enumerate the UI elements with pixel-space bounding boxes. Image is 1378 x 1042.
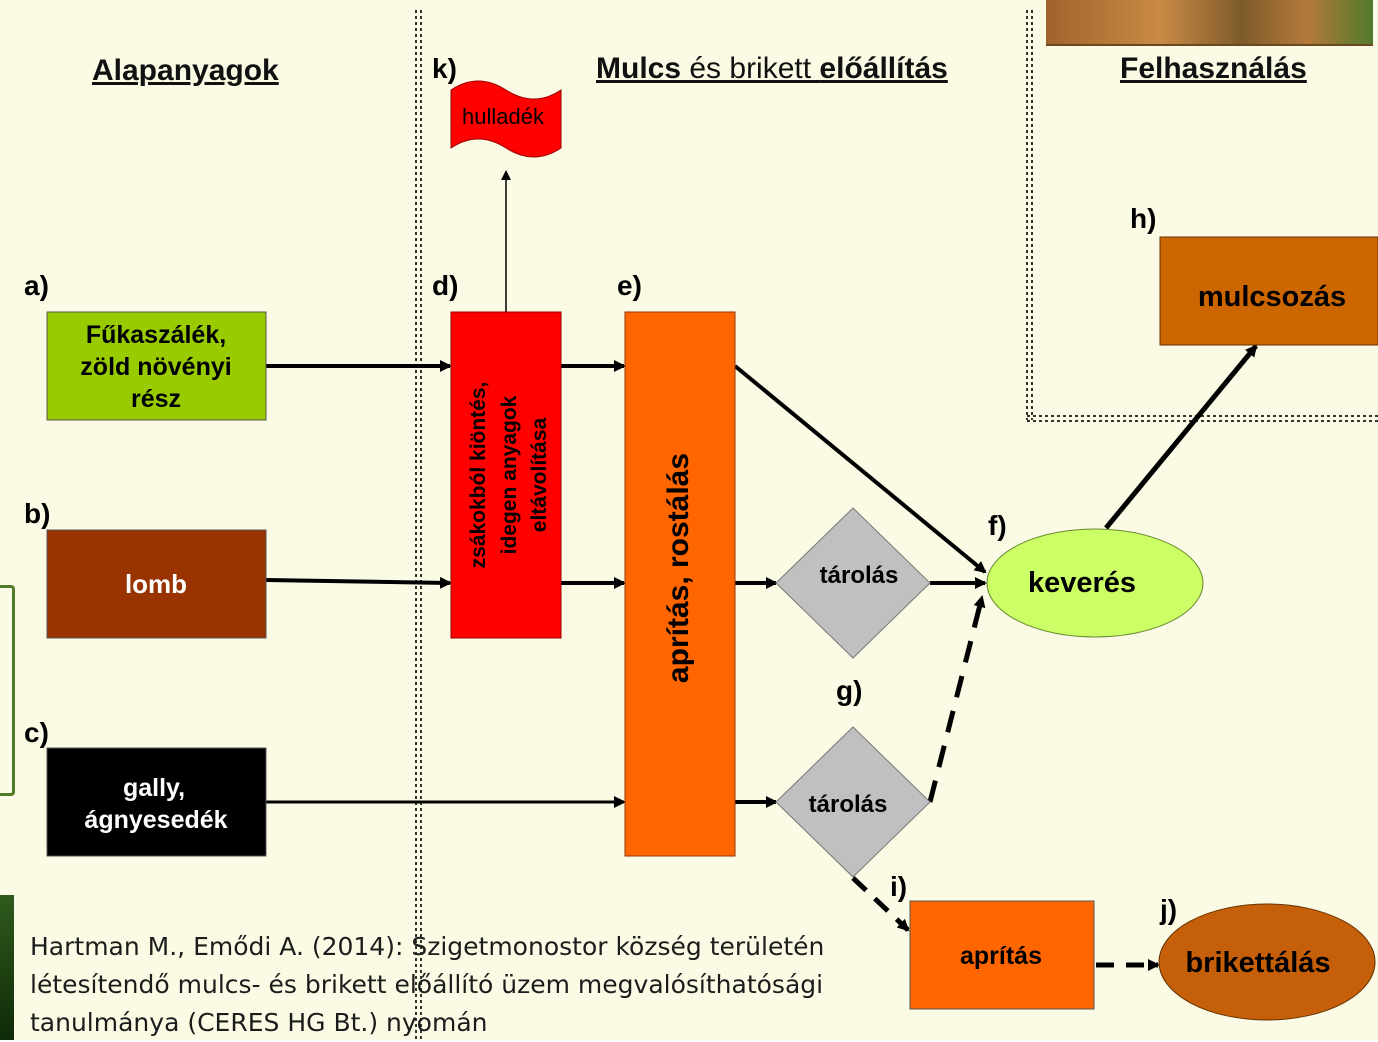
node-apritas: aprítás [909, 900, 1095, 1010]
heading-production-part3: előállítás [819, 52, 947, 85]
decorative-frame [0, 585, 15, 796]
heading-production: Mulcs és brikett előállítás [596, 52, 948, 85]
node-mulcsozas-text: mulcsozás [1198, 281, 1346, 313]
arrow-f-to-h [1104, 344, 1258, 530]
label-f: f) [988, 510, 1007, 541]
citation-line-2: létesítendő mulcs- és brikett előállító … [30, 970, 824, 999]
label-d: d) [432, 270, 458, 301]
source-citation: Hartman M., Emődi A. (2014): Szigetmonos… [30, 928, 910, 1042]
node-gally-line1: gally, [123, 774, 185, 802]
node-kiontes: zsákokból kiöntés, idegen anyagok eltávo… [450, 311, 562, 639]
node-gally-line2: ágnyesedék [84, 806, 227, 834]
node-kiontes-line1: zsákokból kiöntés, [467, 382, 490, 569]
node-tarolas-upper-text: tárolás [820, 562, 899, 589]
node-hulladek: hulladék [450, 80, 562, 158]
node-tarolas-lower-text: tárolás [809, 791, 888, 818]
label-g: g) [836, 675, 862, 706]
arrows [265, 170, 1258, 971]
label-k: k) [432, 53, 457, 84]
node-brikettalas-text: brikettálás [1185, 947, 1330, 979]
heading-usage: Felhasználás [1120, 52, 1307, 85]
node-lomb-text: lomb [125, 569, 187, 599]
node-gally: gally, ágnyesedék [46, 747, 267, 857]
node-kiontes-line3: eltávolítása [528, 417, 551, 532]
node-keveres-text: keverés [1028, 567, 1136, 599]
section-dividers [415, 10, 1378, 1040]
node-tarolas-upper: tárolás [775, 507, 931, 659]
label-b: b) [24, 498, 50, 529]
arrow-b-to-d [265, 576, 452, 589]
arrow-tarolas-lower-to-f [927, 595, 986, 803]
node-lomb: lomb [46, 529, 267, 639]
node-keveres: keverés [986, 528, 1204, 638]
node-fukaszalek-line3: rész [131, 385, 181, 413]
label-i: i) [890, 871, 907, 902]
node-hulladek-text: hulladék [462, 104, 545, 129]
arrow-tarolas-lower-to-i [851, 876, 910, 932]
node-tarolas-lower: tárolás [775, 726, 931, 878]
node-brikettalas: brikettálás [1158, 903, 1376, 1021]
citation-line-3: tanulmánya (CERES HG Bt.) nyomán [30, 1008, 488, 1037]
node-aprotas-rostalas: aprítás, rostálás [624, 311, 736, 857]
node-fukaszalek-line1: Fűkaszálék, [86, 321, 226, 349]
heading-production-part2: és brikett [681, 52, 819, 85]
label-j: j) [1159, 894, 1177, 925]
heading-inputs: Alapanyagok [92, 54, 279, 87]
label-c: c) [24, 717, 49, 748]
node-apritas-text: aprítás [960, 942, 1042, 970]
citation-line-1: Hartman M., Emődi A. (2014): Szigetmonos… [30, 932, 825, 961]
autumn-leaves-photo [1046, 0, 1373, 46]
node-kiontes-line2: idegen anyagok [498, 395, 521, 554]
label-e: e) [617, 270, 642, 301]
decorative-strip [0, 895, 14, 1040]
label-h: h) [1130, 203, 1156, 234]
node-aprotas-rostalas-text: aprítás, rostálás [662, 453, 695, 683]
heading-production-part1: Mulcs [596, 52, 681, 85]
node-fukaszalek-line2: zöld növényi [80, 353, 231, 381]
label-a: a) [24, 270, 49, 301]
node-fukaszalek: Fűkaszálék, zöld növényi rész [46, 311, 267, 421]
node-mulcsozas: mulcsozás [1159, 236, 1378, 346]
arrow-e-to-f [733, 364, 987, 574]
